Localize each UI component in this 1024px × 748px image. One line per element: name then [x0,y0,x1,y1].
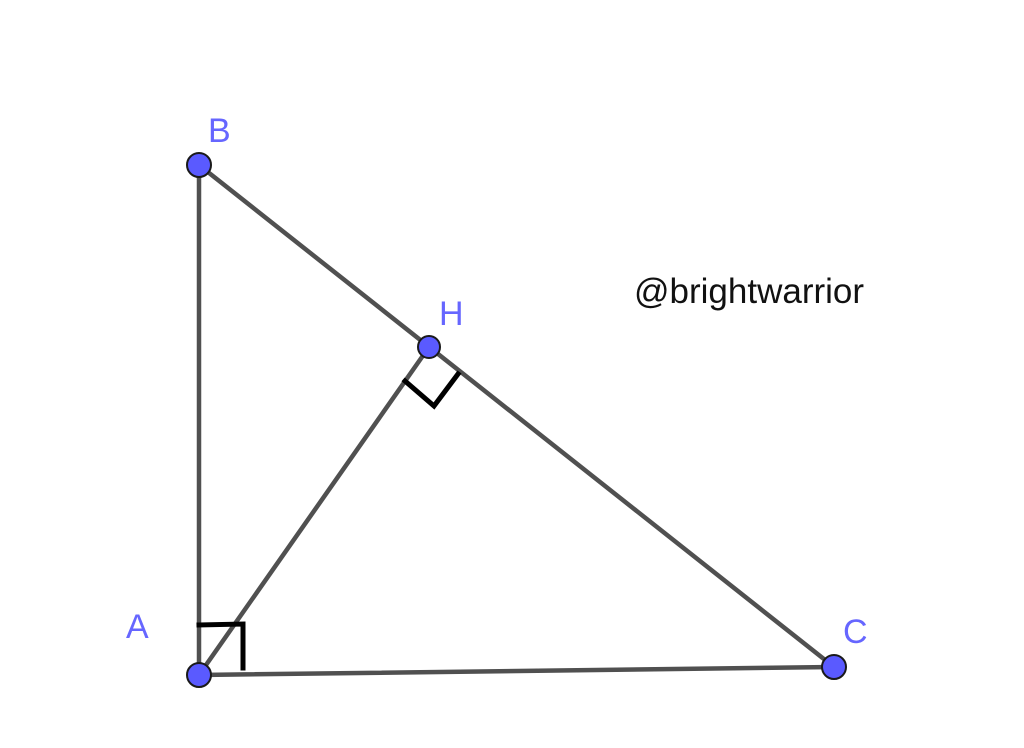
segment-bc [196,162,837,670]
point-c [821,654,847,680]
point-b [186,152,212,178]
label-h: H [439,295,464,333]
segment-ah [196,344,432,678]
point-h [417,335,441,359]
label-b: B [208,112,231,150]
label-c: C [843,613,868,651]
right-angle-mark-h [401,370,462,410]
point-a [186,662,212,688]
segment-ca [196,664,837,678]
label-a: A [126,608,149,646]
right-angle-mark-a [196,621,246,671]
watermark-text: @brightwarrior [634,272,864,311]
